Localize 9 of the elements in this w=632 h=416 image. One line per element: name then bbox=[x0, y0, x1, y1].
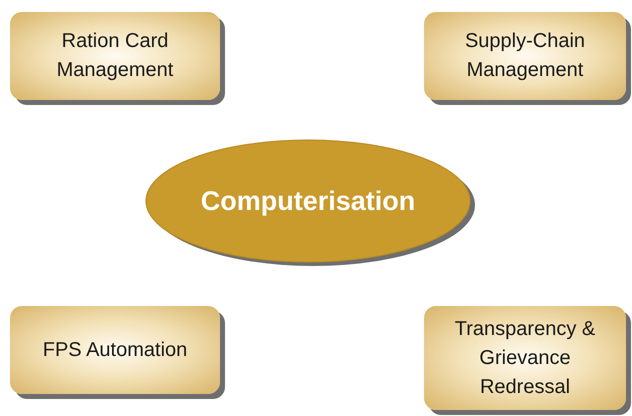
box-label: Ration Card Management bbox=[56, 29, 174, 83]
box-label: Transparency & Grievance Redressal bbox=[454, 316, 596, 400]
rounded-box bbox=[10, 306, 220, 394]
center-label: Computerisation bbox=[200, 186, 416, 216]
rounded-box bbox=[424, 306, 626, 410]
box-label: Supply-Chain Management bbox=[464, 29, 586, 83]
box-label: FPS Automation bbox=[42, 338, 188, 362]
rounded-box bbox=[10, 12, 220, 100]
rounded-box bbox=[424, 12, 626, 100]
